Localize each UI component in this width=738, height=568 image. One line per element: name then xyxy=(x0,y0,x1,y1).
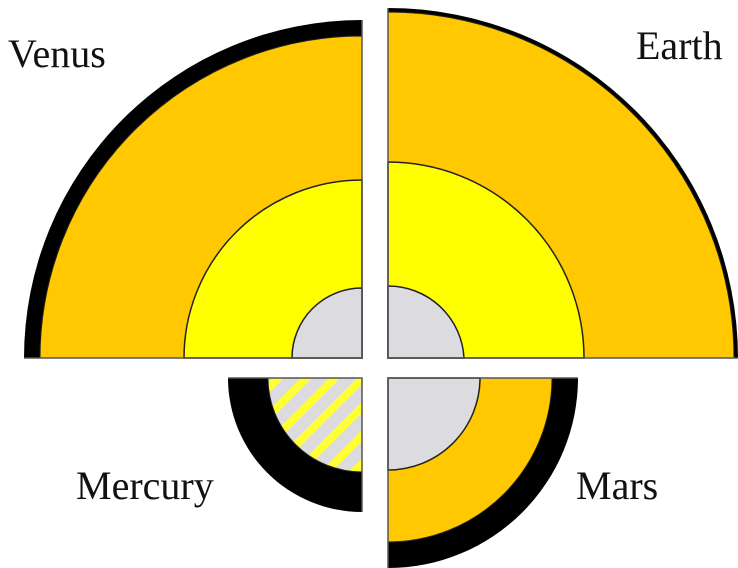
mercury-label: Mercury xyxy=(76,466,214,506)
venus-label: Venus xyxy=(8,34,106,74)
earth-label: Earth xyxy=(636,26,723,66)
mars-label: Mars xyxy=(576,466,658,506)
mars-cross-section xyxy=(388,378,578,568)
mercury-cross-section xyxy=(228,378,362,512)
